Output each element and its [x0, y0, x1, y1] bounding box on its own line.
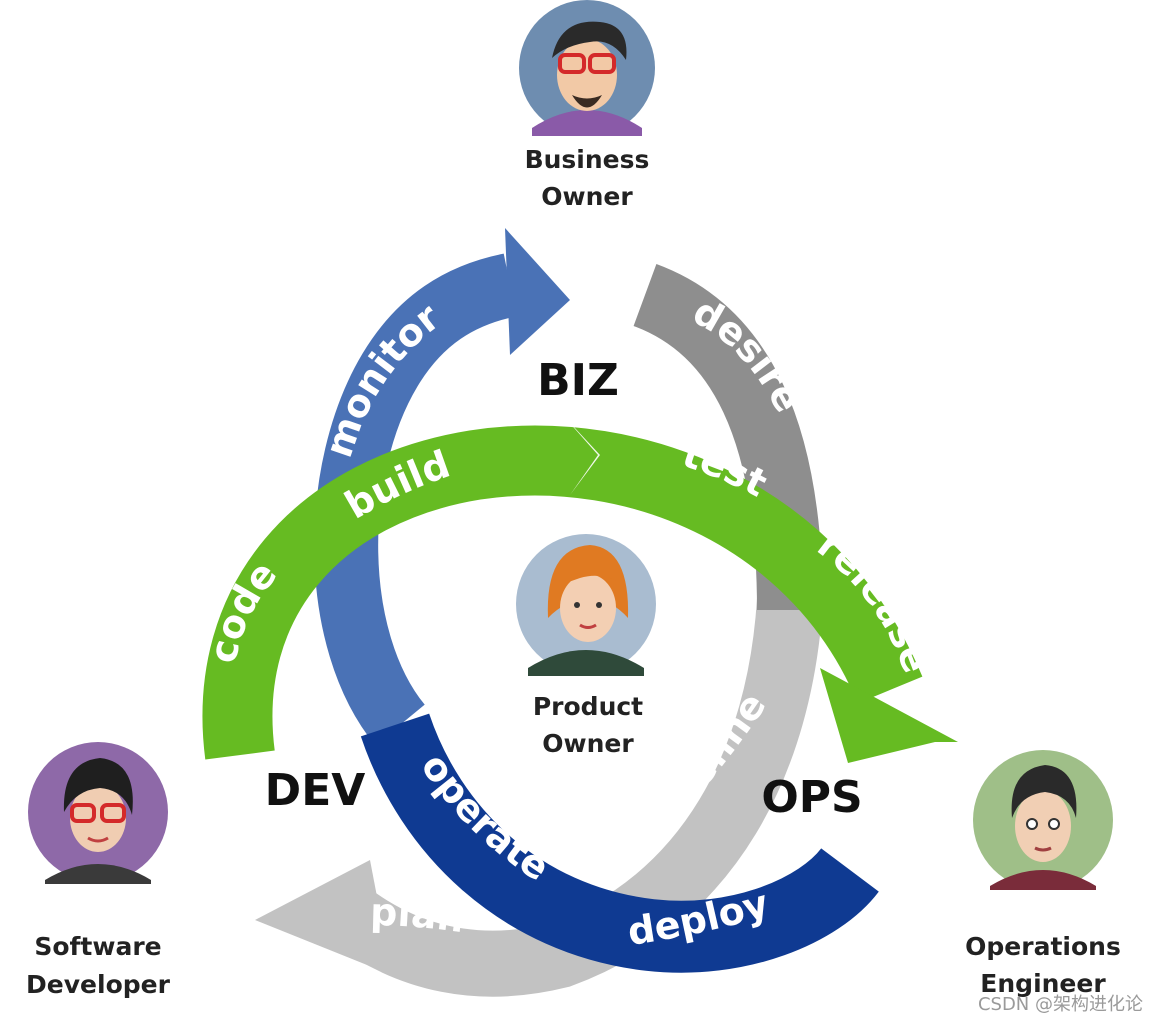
hub-biz: BIZ: [537, 355, 619, 406]
blue-dark-loop-arrow: [360, 713, 879, 973]
business-owner-label-line1: Business: [525, 145, 650, 174]
operations-engineer-label-line1: Operations: [965, 932, 1121, 961]
business-owner-avatar: [519, 0, 655, 136]
product-owner-label-line2: Owner: [542, 729, 634, 758]
software-developer-avatar: [28, 742, 168, 884]
blue-light-loop-arrow: [314, 228, 570, 746]
green-loop-arrow: [202, 412, 958, 763]
hub-dev: DEV: [265, 765, 366, 816]
watermark: CSDN @架构进化论: [978, 994, 1143, 1015]
software-developer-label-line2: Developer: [26, 970, 171, 999]
business-owner-label-line2: Owner: [541, 182, 633, 211]
software-developer-label-line1: Software: [34, 932, 161, 961]
label-plan: plan: [370, 890, 467, 941]
operations-engineer-avatar: [973, 750, 1113, 890]
product-owner-label-line1: Product: [533, 692, 643, 721]
operations-engineer-label-line2: Engineer: [980, 969, 1106, 998]
product-owner-avatar: [516, 534, 656, 676]
hub-ops: OPS: [761, 772, 862, 823]
